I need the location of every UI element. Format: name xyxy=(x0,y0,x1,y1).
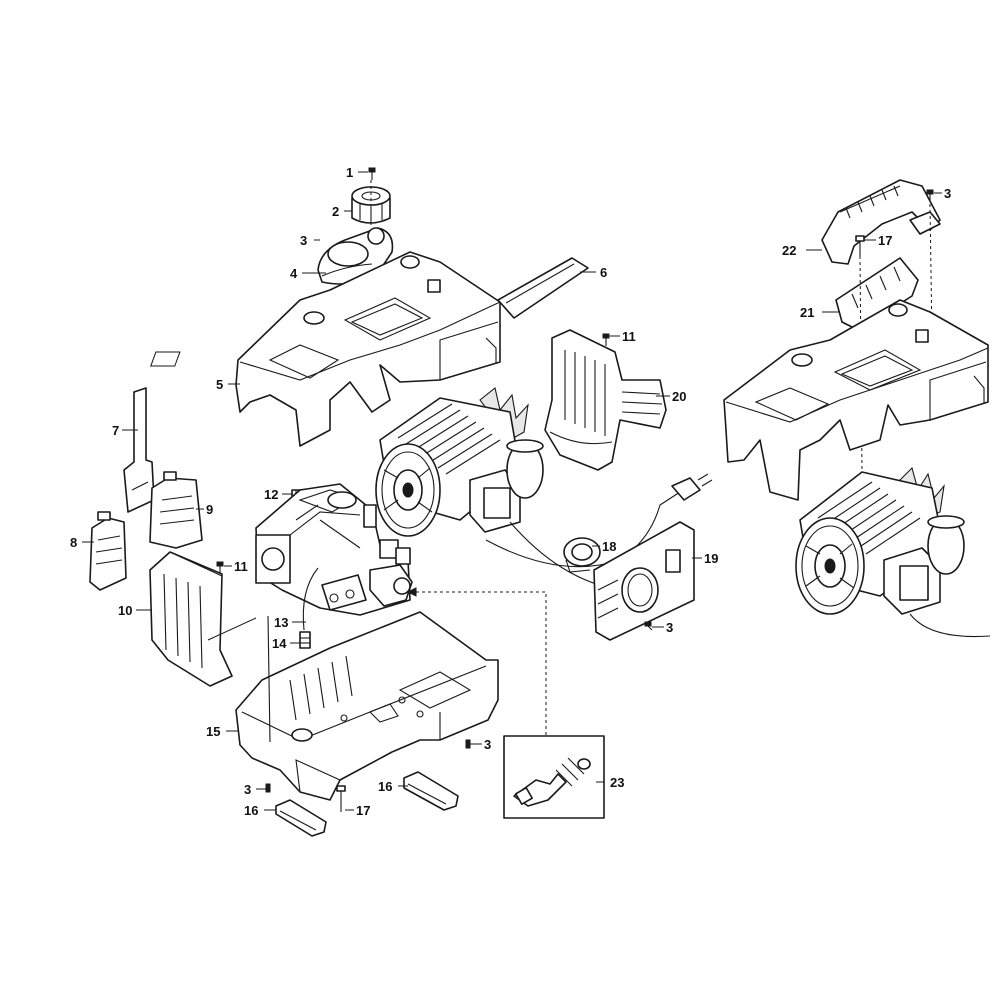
part-foot-16-left xyxy=(275,799,327,837)
part-top-cover-5 xyxy=(150,251,501,447)
part-screw-3-base-left xyxy=(265,783,271,793)
part-front-panel-19 xyxy=(593,521,695,641)
part-screw-3-handle xyxy=(926,189,934,202)
part-motor-right xyxy=(795,466,991,638)
part-foot-16-right xyxy=(403,771,459,811)
callout-11-left: 11 xyxy=(234,559,248,574)
leader-lines xyxy=(82,171,942,811)
part-strip-7 xyxy=(123,387,155,513)
callout-labels: 1 2 3 4 5 6 7 8 9 10 11 11 12 13 14 15 3… xyxy=(70,165,951,818)
part-fitting-14 xyxy=(299,631,311,649)
callout-5: 5 xyxy=(216,377,223,392)
callout-16-left: 16 xyxy=(244,803,258,818)
part-rail-6 xyxy=(497,257,589,319)
part-handle-22 xyxy=(821,179,941,265)
callout-3-panel: 3 xyxy=(666,620,673,635)
callout-2: 2 xyxy=(332,204,339,219)
callout-4: 4 xyxy=(290,266,298,281)
part-screw-11-top xyxy=(602,333,610,346)
callout-17-bottom: 17 xyxy=(356,803,370,818)
callout-3-base-right: 3 xyxy=(484,737,491,752)
part-screw-3-panel xyxy=(644,621,653,631)
callout-3-handle: 3 xyxy=(944,186,951,201)
callout-15: 15 xyxy=(206,724,220,739)
callout-6: 6 xyxy=(600,265,607,280)
callout-18: 18 xyxy=(602,539,616,554)
callout-23: 23 xyxy=(610,775,624,790)
callout-22: 22 xyxy=(782,243,796,258)
callout-12: 12 xyxy=(264,487,278,502)
part-bolt-17-bottom xyxy=(336,785,346,812)
part-bracket-20 xyxy=(544,329,667,471)
callout-13: 13 xyxy=(274,615,288,630)
callout-8: 8 xyxy=(70,535,77,550)
callout-3-base-left: 3 xyxy=(244,782,251,797)
callout-16-right: 16 xyxy=(378,779,392,794)
part-grommet-18 xyxy=(563,537,601,573)
part-plate-8 xyxy=(89,511,127,591)
part-handle-base-21 xyxy=(835,257,919,331)
callout-10: 10 xyxy=(118,603,132,618)
part-bolt-17-handle xyxy=(855,235,865,256)
callout-7: 7 xyxy=(112,423,119,438)
callout-11-top: 11 xyxy=(622,329,636,344)
part-top-cover-right xyxy=(723,299,989,501)
part-base-15 xyxy=(235,611,499,801)
part-screw-1 xyxy=(368,167,376,180)
callout-19: 19 xyxy=(704,551,718,566)
callout-14: 14 xyxy=(272,636,287,651)
part-plate-9 xyxy=(149,471,203,549)
part-pump xyxy=(255,483,413,631)
callout-3-cap: 3 xyxy=(300,233,307,248)
callout-21: 21 xyxy=(800,305,814,320)
part-motor-left xyxy=(375,387,621,591)
callout-17-handle: 17 xyxy=(878,233,892,248)
callout-1: 1 xyxy=(346,165,353,180)
part-inset-23 xyxy=(503,735,605,819)
callout-20: 20 xyxy=(672,389,686,404)
part-screw-11-left xyxy=(216,561,224,574)
part-grille-10 xyxy=(149,551,257,687)
part-screw-3-base-right xyxy=(465,739,471,749)
callout-9: 9 xyxy=(206,502,213,517)
